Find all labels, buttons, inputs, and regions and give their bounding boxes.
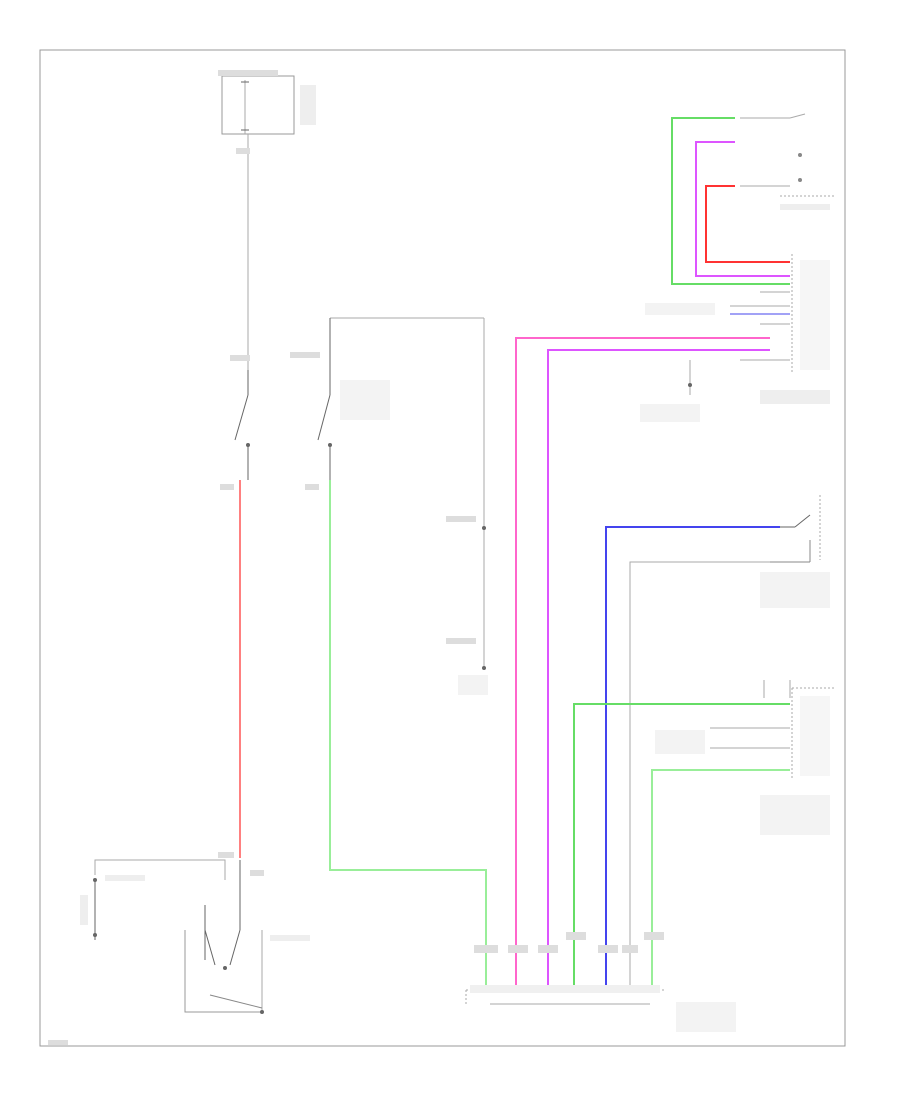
green-wire-a-to-ecm (573, 703, 790, 990)
green-wire-center-to-ecm (329, 480, 487, 990)
lower-right-module (655, 680, 835, 835)
top-right-switch-group (671, 113, 835, 285)
mid-right-switch (760, 495, 830, 608)
diagram-frame (39, 49, 846, 1047)
ignition-switch-center (290, 317, 484, 480)
ecm-connector (465, 932, 736, 1032)
gray-wire-to-ecm (629, 561, 770, 990)
blue-wire-to-ecm (605, 526, 780, 990)
hot-at-all-times-fuse-box (218, 70, 316, 135)
upper-right-connector (640, 254, 830, 422)
green-wire-b-to-ecm (651, 769, 790, 990)
battery-and-starter (80, 852, 310, 1014)
magenta-wire-to-ecm (547, 349, 770, 990)
ignition-switch-left (230, 355, 250, 480)
pink-wire-to-ecm (515, 337, 770, 990)
